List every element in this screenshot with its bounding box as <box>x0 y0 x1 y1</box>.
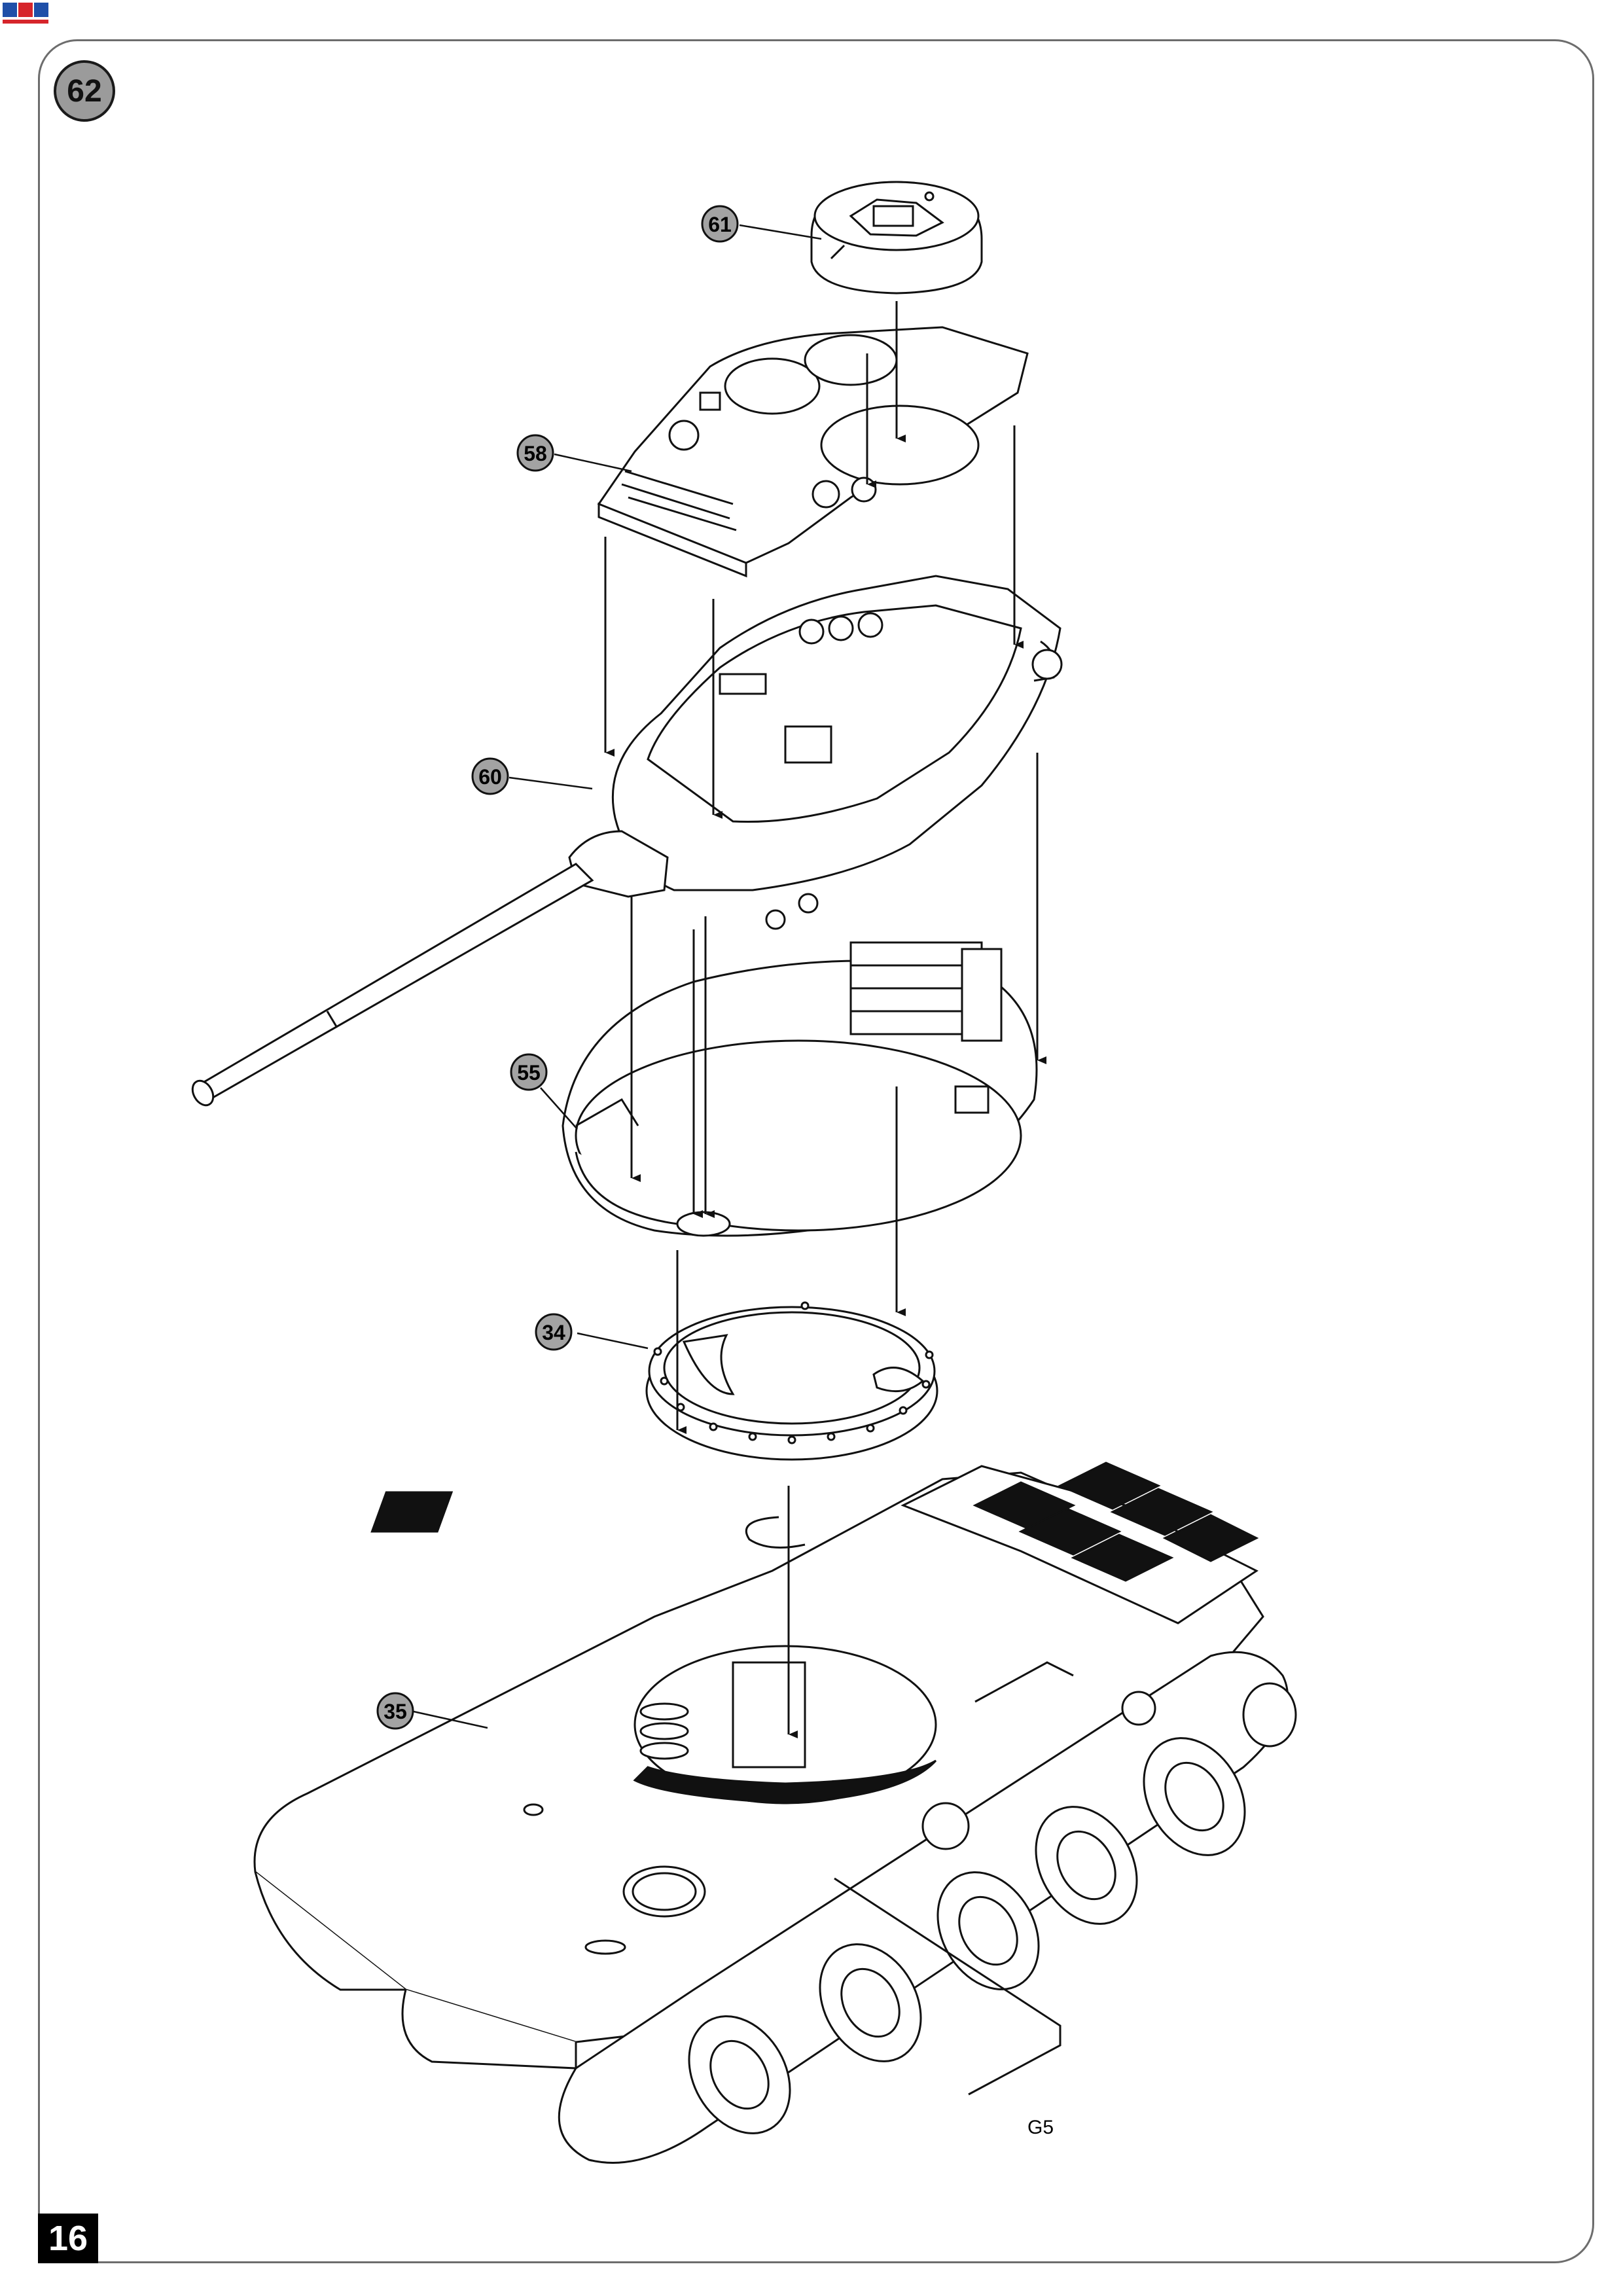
turret-floor-part <box>562 941 1038 1237</box>
callout-61: 61 <box>701 205 739 243</box>
assembly-arrows <box>604 301 1046 1738</box>
part-label-g5: G5 <box>1027 2117 1054 2138</box>
page-frame <box>38 39 1594 2263</box>
turret-part <box>191 575 1063 1107</box>
svg-text:60: 60 <box>478 765 502 789</box>
svg-text:55: 55 <box>517 1061 541 1085</box>
turret-roof-part <box>597 326 1029 578</box>
callout-35: 35 <box>376 1692 414 1730</box>
callout-60: 60 <box>471 757 509 795</box>
cupola-part <box>810 181 983 295</box>
page-number: 16 <box>38 2214 98 2263</box>
hull-part <box>253 1462 1297 2164</box>
turret-ring-part <box>645 1301 938 1461</box>
svg-text:35: 35 <box>383 1700 407 1723</box>
svg-text:58: 58 <box>524 442 547 465</box>
callout-58: 58 <box>516 434 554 472</box>
step-number-badge: 62 <box>54 60 115 122</box>
callout-55: 55 <box>510 1053 548 1091</box>
brand-logo <box>3 3 48 24</box>
svg-text:61: 61 <box>708 213 732 236</box>
part-g5-drawing <box>834 1877 1061 2096</box>
callout-leaders <box>413 224 822 1729</box>
svg-text:34: 34 <box>542 1321 565 1344</box>
callout-34: 34 <box>535 1313 573 1351</box>
